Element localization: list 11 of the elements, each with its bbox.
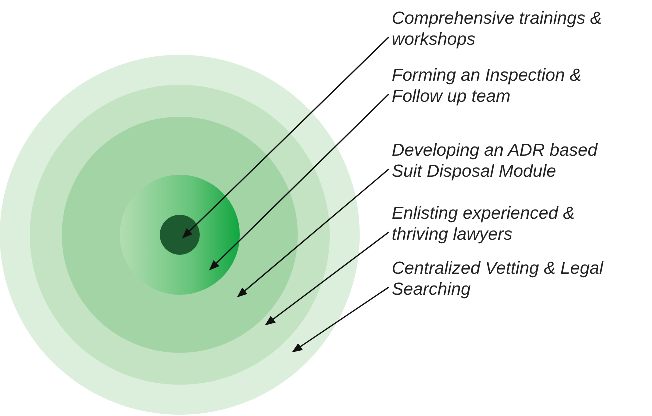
- callout-text: Enlisting experienced & thriving lawyers: [392, 203, 628, 245]
- callout-text: Comprehensive trainings & workshops: [392, 8, 628, 50]
- leader-arrow: [292, 286, 390, 353]
- callout-text: Centralized Vetting & Legal Searching: [392, 258, 628, 300]
- leader-arrow: [182, 36, 390, 239]
- callout-text: Developing an ADR based Suit Disposal Module: [392, 140, 628, 182]
- leader-arrow: [209, 94, 390, 271]
- callout-text: Forming an Inspection & Follow up team: [392, 65, 628, 107]
- leader-arrow: [265, 232, 390, 326]
- core-circle: [160, 215, 200, 255]
- leader-arrow: [237, 168, 390, 298]
